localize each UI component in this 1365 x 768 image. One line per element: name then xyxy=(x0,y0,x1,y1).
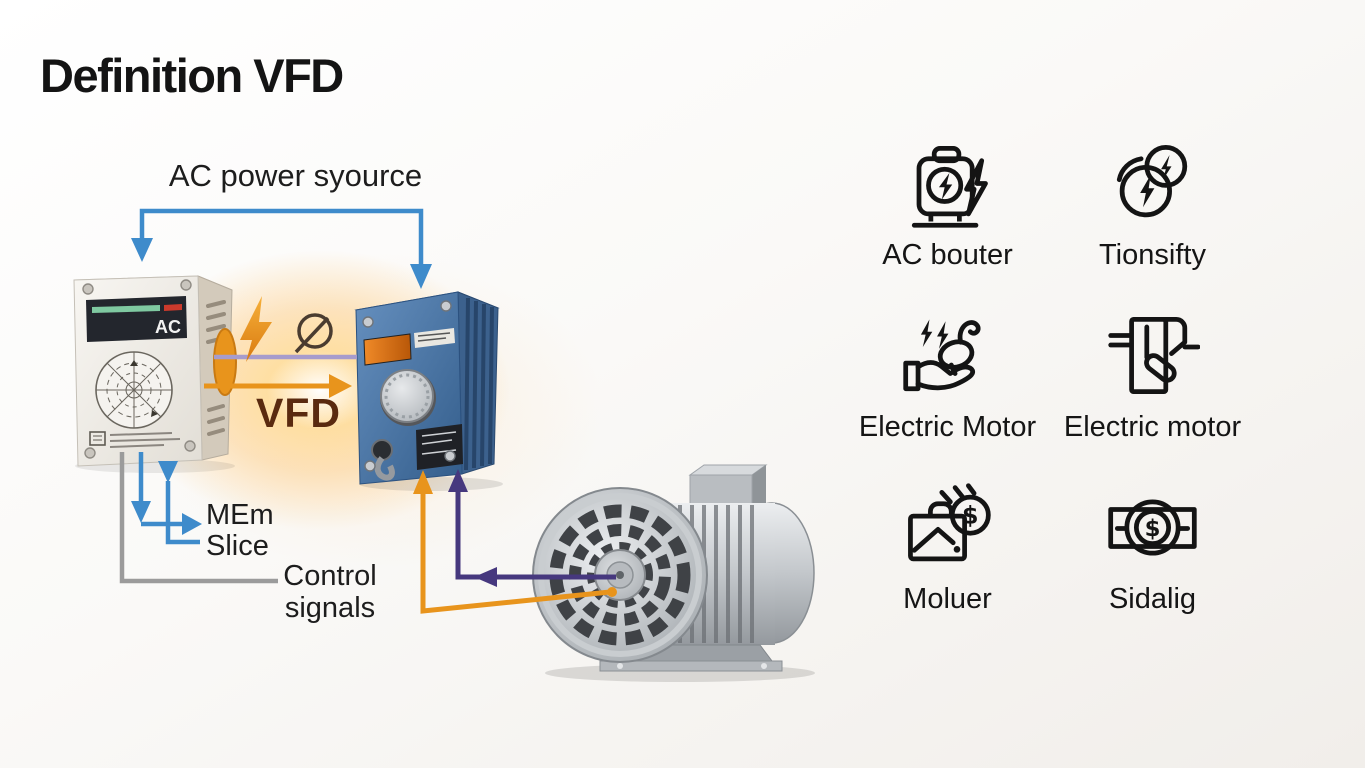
motor-image xyxy=(532,464,815,682)
legend-item-label: AC bouter xyxy=(882,239,1013,271)
hand-holding-motor-icon xyxy=(903,319,981,392)
vfd-display xyxy=(363,333,412,366)
banknote-dollar-icon: $ xyxy=(1108,499,1197,556)
fan-cover xyxy=(532,487,708,663)
ac-power-source-label: AC power syource xyxy=(168,158,423,193)
legend-item-label: Electric motor xyxy=(1063,411,1242,443)
feedback-label-line1: MEm xyxy=(206,499,274,531)
legend-item-label: Electric Motor xyxy=(858,411,1037,443)
ac-source-device: AC xyxy=(73,275,237,473)
spec-label xyxy=(89,431,181,448)
legend-item: Electric Motor xyxy=(845,290,1050,462)
dial-gauge xyxy=(95,351,173,429)
control-label-line2: signals xyxy=(284,592,376,624)
cable-connector xyxy=(371,439,395,481)
vfd-bottom-label xyxy=(416,424,463,470)
briefcase-dollar-icon: $ xyxy=(908,483,991,562)
vfd-device xyxy=(354,291,503,491)
double-bolt-circles-icon xyxy=(1116,145,1188,218)
power-case-bolt-icon xyxy=(911,145,988,228)
control-label-line1: Control xyxy=(283,560,377,592)
screws xyxy=(362,300,456,472)
vfd-knob xyxy=(380,369,436,426)
legend-item-label: Moluer xyxy=(903,583,992,615)
ac-display: AC xyxy=(86,296,187,342)
screws xyxy=(82,279,196,459)
legend-item: $ Sidalig xyxy=(1050,462,1255,634)
dollar-symbol: $ xyxy=(1145,516,1161,542)
vfd-label: VFD xyxy=(256,390,341,436)
side-port xyxy=(213,328,237,396)
control-signals-label: Control signals xyxy=(266,560,394,624)
legend-grid: AC bouter Tionsifty E xyxy=(845,118,1255,634)
dollar-symbol: $ xyxy=(962,502,979,530)
side-fins xyxy=(464,297,494,471)
legend-item-label: Sidalig xyxy=(1108,583,1197,615)
motor-device-icon xyxy=(1108,317,1200,394)
legend-item-label: Tionsifty xyxy=(1099,239,1206,271)
feedback-label-line2: Slice xyxy=(206,530,269,562)
legend-item: $ Moluer xyxy=(845,462,1050,634)
nameplate-lines xyxy=(417,332,451,342)
page-title: Definition VFD xyxy=(40,49,344,102)
legend-item: AC bouter xyxy=(845,118,1050,290)
ac-display-text: AC xyxy=(155,317,181,337)
legend-item: Tionsifty xyxy=(1050,118,1255,290)
legend-item: Electric motor xyxy=(1050,290,1255,462)
feedback-label: MEm Slice xyxy=(206,500,274,562)
